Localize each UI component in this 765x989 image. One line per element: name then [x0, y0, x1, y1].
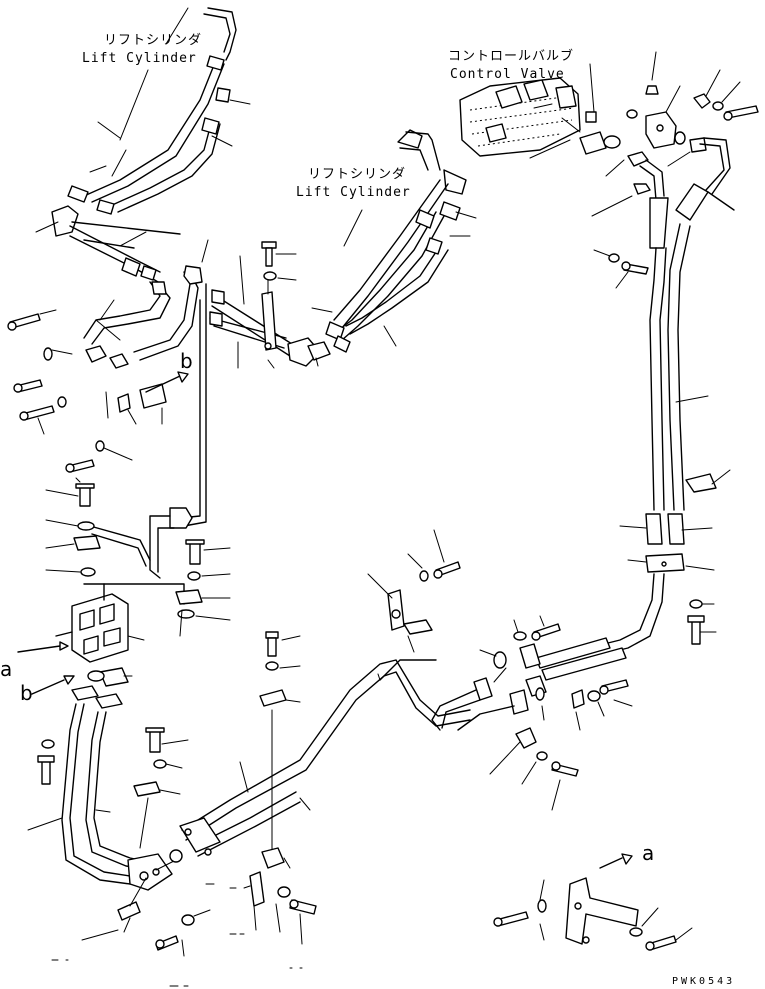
ref-mark-a-bracket: a: [642, 841, 654, 865]
center-crossover: [209, 241, 331, 369]
lift-cylinder-center-en: Lift Cylinder: [296, 185, 411, 200]
left-crossover-piping: [35, 205, 209, 369]
left-vertical-pipe: [89, 283, 207, 579]
left-parts-column: [45, 483, 101, 577]
lift-cylinder-left-jp: リフトシリンダ: [104, 33, 202, 48]
right-clamps: [619, 469, 731, 645]
ref-mark-b-upper: b: [180, 349, 193, 373]
lower-left-bolts: [37, 727, 211, 957]
lower-return-hoses: [379, 573, 665, 775]
ref-mark-a-left: a: [0, 657, 12, 681]
bottom-right-bracket: [493, 853, 693, 951]
bottom-stubs: [51, 883, 303, 987]
control-valve-jp: コントロールバルブ: [448, 48, 574, 64]
center-lower-pipes: [179, 659, 471, 857]
valve-block: [55, 583, 185, 687]
lift-cylinder-left-en: Lift Cylinder: [82, 51, 197, 66]
center-lift-cylinder: [311, 129, 477, 353]
b-marker-upper: [117, 371, 189, 425]
right-long-hose: [591, 135, 735, 511]
ref-mark-b-left: b: [20, 681, 33, 705]
control-valve-assembly: [459, 63, 638, 159]
lower-left-hoses: [27, 685, 177, 941]
drawing-code: PWK0543: [672, 976, 735, 987]
reference-arrows-left: [17, 641, 75, 695]
bottom-center-hardware: [243, 871, 317, 945]
mid-fittings: [367, 529, 633, 811]
right-top-fittings: [645, 51, 759, 195]
left-bolts-cluster: [7, 309, 133, 483]
control-valve-en: Control Valve: [450, 67, 565, 82]
valve-side-parts: [175, 539, 231, 637]
left-lift-cylinder-hoses: [67, 7, 251, 215]
center-bolt-column: [259, 631, 301, 869]
lift-cylinder-center-jp: リフトシリンダ: [308, 167, 406, 182]
